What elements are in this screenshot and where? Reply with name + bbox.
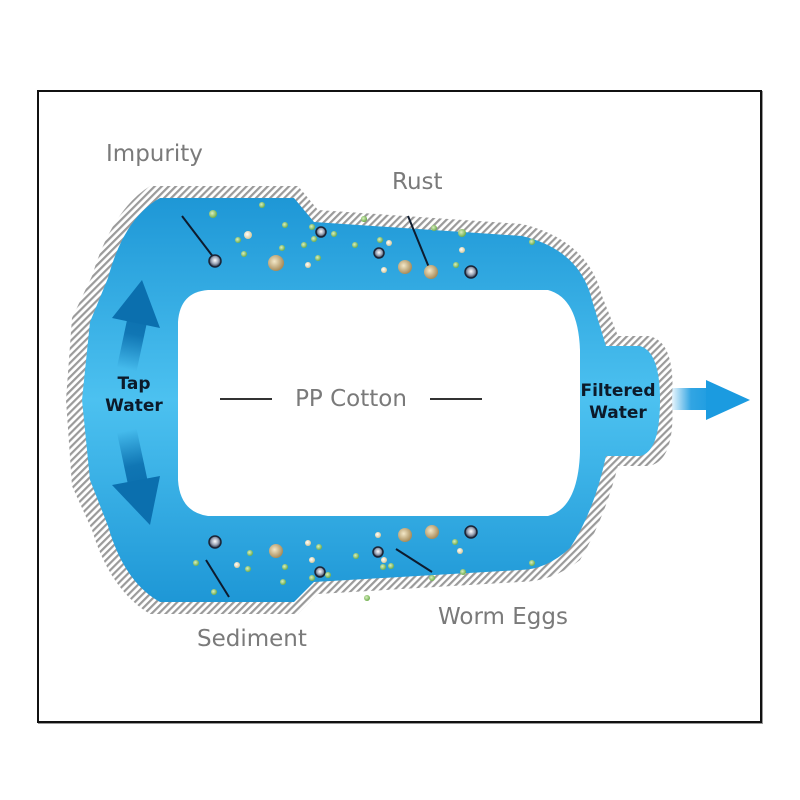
dark-particle xyxy=(208,535,222,549)
outlet-label-line1: Filtered xyxy=(580,381,656,401)
green-particle xyxy=(364,595,370,601)
green-particle xyxy=(309,575,315,581)
green-particle xyxy=(331,231,337,237)
green-particle xyxy=(529,239,535,245)
label-rust: Rust xyxy=(392,169,443,195)
green-particle xyxy=(429,575,435,581)
green-particle xyxy=(247,550,253,556)
cream-particle xyxy=(386,240,392,246)
cream-particle xyxy=(381,557,387,563)
green-particle xyxy=(311,236,317,242)
rust-particle xyxy=(398,260,412,274)
label-sediment: Sediment xyxy=(197,626,307,652)
rust-particle xyxy=(269,544,283,558)
green-particle xyxy=(388,563,394,569)
cream-particle xyxy=(459,247,465,253)
cream-particle xyxy=(305,262,311,268)
pp-cotton-text: PP Cotton xyxy=(295,386,407,412)
green-particle xyxy=(209,210,217,218)
green-particle xyxy=(211,589,217,595)
green-particle xyxy=(353,553,359,559)
impurity-pointer xyxy=(181,215,215,259)
inlet-label: Tap Water xyxy=(96,373,172,417)
cream-particle xyxy=(305,540,311,546)
green-particle xyxy=(458,229,466,237)
cream-particle xyxy=(375,532,381,538)
pp-cotton-label: PP Cotton xyxy=(220,386,482,412)
dark-particle xyxy=(208,254,222,268)
outlet-label: Filtered Water xyxy=(570,380,666,424)
cream-particle xyxy=(244,231,252,239)
dark-particle xyxy=(464,265,478,279)
dark-particle xyxy=(373,247,385,259)
green-particle xyxy=(241,251,247,257)
outlet-label-line2: Water xyxy=(589,403,647,423)
outflow-arrow xyxy=(672,380,750,420)
green-particle xyxy=(309,224,315,230)
dark-particle xyxy=(314,566,326,578)
contaminant-particles xyxy=(193,202,535,601)
green-particle xyxy=(235,237,241,243)
green-particle xyxy=(452,539,458,545)
green-particle xyxy=(280,579,286,585)
label-worm-eggs: Worm Eggs xyxy=(438,604,568,630)
inflow-arrow-up xyxy=(112,280,160,372)
green-particle xyxy=(529,560,535,566)
rust-particle xyxy=(424,265,438,279)
cream-particle xyxy=(457,548,463,554)
dark-particle xyxy=(464,525,478,539)
sediment-pointer xyxy=(205,559,230,598)
rust-particle xyxy=(398,528,412,542)
rust-particle xyxy=(268,255,284,271)
green-particle xyxy=(380,564,386,570)
inlet-label-line2: Water xyxy=(105,396,163,416)
green-particle xyxy=(316,544,322,550)
green-particle xyxy=(315,255,321,261)
green-particle xyxy=(282,222,288,228)
green-particle xyxy=(325,572,331,578)
diagram-frame xyxy=(37,90,762,723)
cream-particle xyxy=(234,562,240,568)
inflow-arrow-down xyxy=(112,428,160,525)
green-particle xyxy=(245,566,251,572)
cream-particle xyxy=(381,267,387,273)
green-particle xyxy=(282,564,288,570)
worm-eggs-pointer xyxy=(395,548,433,573)
right-dash xyxy=(430,398,482,400)
dark-particle xyxy=(315,226,327,238)
inlet-label-line1: Tap xyxy=(117,374,151,394)
green-particle xyxy=(361,216,367,222)
green-particle xyxy=(279,245,285,251)
green-particle xyxy=(453,262,459,268)
green-particle xyxy=(431,225,437,231)
pp-cotton-core xyxy=(178,290,580,516)
rust-pointer xyxy=(407,215,431,271)
green-particle xyxy=(193,560,199,566)
cream-particle xyxy=(309,557,315,563)
green-particle xyxy=(352,242,358,248)
green-particle xyxy=(460,569,466,575)
rust-particle xyxy=(425,525,439,539)
label-impurity: Impurity xyxy=(106,141,203,167)
green-particle xyxy=(377,237,383,243)
dark-particle xyxy=(372,546,384,558)
green-particle xyxy=(301,242,307,248)
left-dash xyxy=(220,398,272,400)
green-particle xyxy=(259,202,265,208)
